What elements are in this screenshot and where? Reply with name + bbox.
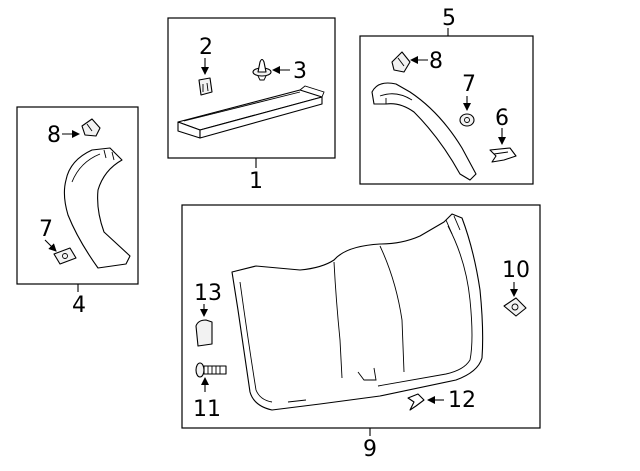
part-13-bracket [195, 319, 213, 347]
callout-4: 4 [72, 293, 86, 318]
callout-5: 5 [442, 6, 456, 31]
part-7-nut-right [459, 113, 475, 127]
part-3-pin [252, 58, 272, 81]
part-4-pillar-trim [63, 147, 131, 269]
part-6-retainer [489, 147, 517, 163]
callout-9: 9 [363, 437, 377, 462]
part-2-clip [198, 77, 213, 96]
callout-8-right: 8 [429, 49, 443, 74]
callout-10: 10 [502, 258, 530, 283]
callout-12: 12 [448, 388, 476, 413]
part-8-clip-right [391, 51, 411, 73]
callout-6: 6 [495, 106, 509, 131]
part-1-sill-trim [177, 85, 325, 139]
part-7-nut-left [53, 247, 77, 265]
group-box-5 [359, 35, 534, 185]
part-9-liftgate-trim [231, 213, 484, 411]
callout-3: 3 [293, 59, 307, 84]
part-12-clip [407, 393, 425, 411]
callout-13: 13 [194, 281, 222, 306]
callout-8-left: 8 [47, 123, 61, 148]
callout-7-left: 7 [39, 217, 53, 242]
group-box-1 [167, 17, 336, 159]
part-5-pillar-trim [371, 82, 477, 181]
part-10-grommet [503, 297, 527, 317]
leader-7-left [44, 239, 57, 252]
part-11-screw [195, 362, 227, 378]
part-8-clip-left [81, 118, 101, 137]
callout-2: 2 [199, 35, 213, 60]
callout-7-right: 7 [462, 72, 476, 97]
callout-1: 1 [249, 169, 263, 194]
callout-11: 11 [193, 397, 221, 422]
group-box-9 [181, 204, 541, 429]
